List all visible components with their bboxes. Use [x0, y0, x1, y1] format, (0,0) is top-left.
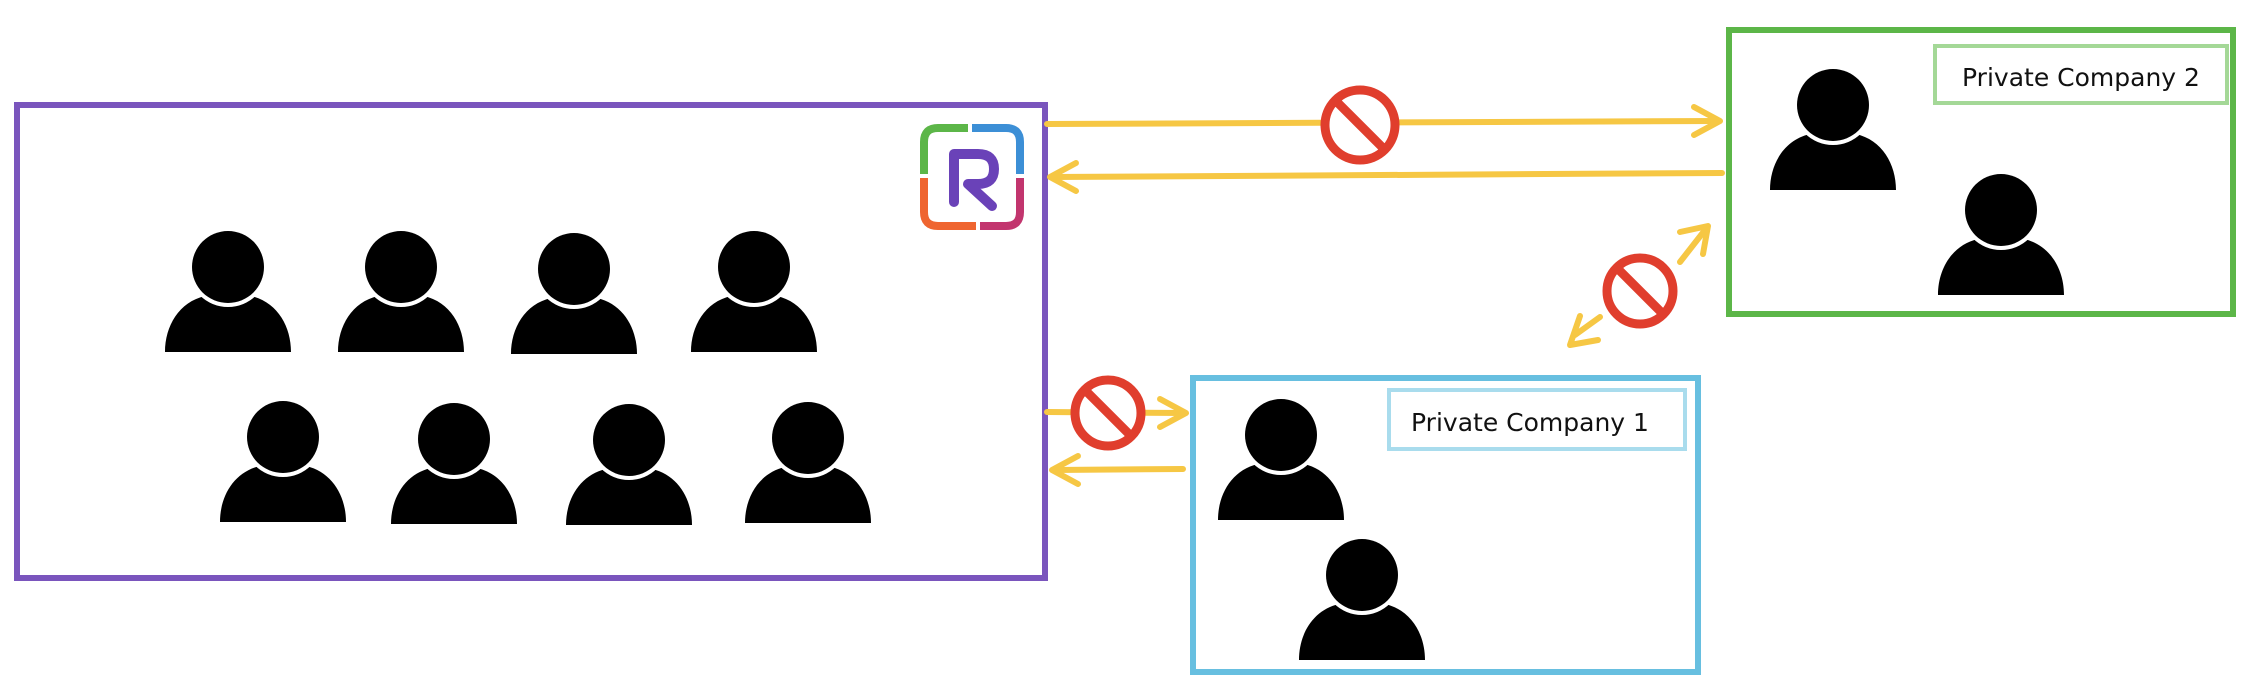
person-icon [391, 402, 517, 524]
no-entry-icon [1602, 253, 1678, 329]
person-icon [220, 400, 346, 522]
no-entry-icon [1070, 375, 1146, 451]
company-2-box-border [1726, 27, 2236, 317]
person-icon [511, 232, 637, 354]
main-box-border [14, 102, 1048, 581]
private-company-2-box: Private Company 2 [1726, 27, 2236, 317]
person-icon [1770, 68, 1896, 190]
person-icon [165, 230, 291, 352]
company-2-label: Private Company 2 [1962, 63, 2200, 92]
person-icon [745, 401, 871, 523]
person-icon [566, 403, 692, 525]
r-logo-icon [920, 124, 1024, 230]
arrow-company-1-to-company-2 [1567, 223, 1711, 348]
arrow-company-2-to-main [1047, 160, 1725, 194]
arrow-company-1-to-main [1049, 453, 1186, 487]
main-organization-box [14, 102, 1048, 581]
person-icon [1299, 538, 1425, 660]
company-1-label-box [1387, 388, 1687, 451]
person-icon [338, 230, 464, 352]
person-icon [1218, 398, 1344, 520]
person-icon [691, 230, 817, 352]
company-1-box-border [1190, 375, 1701, 675]
company-2-label-box [1933, 44, 2229, 105]
no-entry-icon [1320, 85, 1400, 165]
private-company-1-box: Private Company 1 [1190, 375, 1701, 675]
company-1-label: Private Company 1 [1411, 408, 1649, 437]
person-icon [1938, 173, 2064, 295]
